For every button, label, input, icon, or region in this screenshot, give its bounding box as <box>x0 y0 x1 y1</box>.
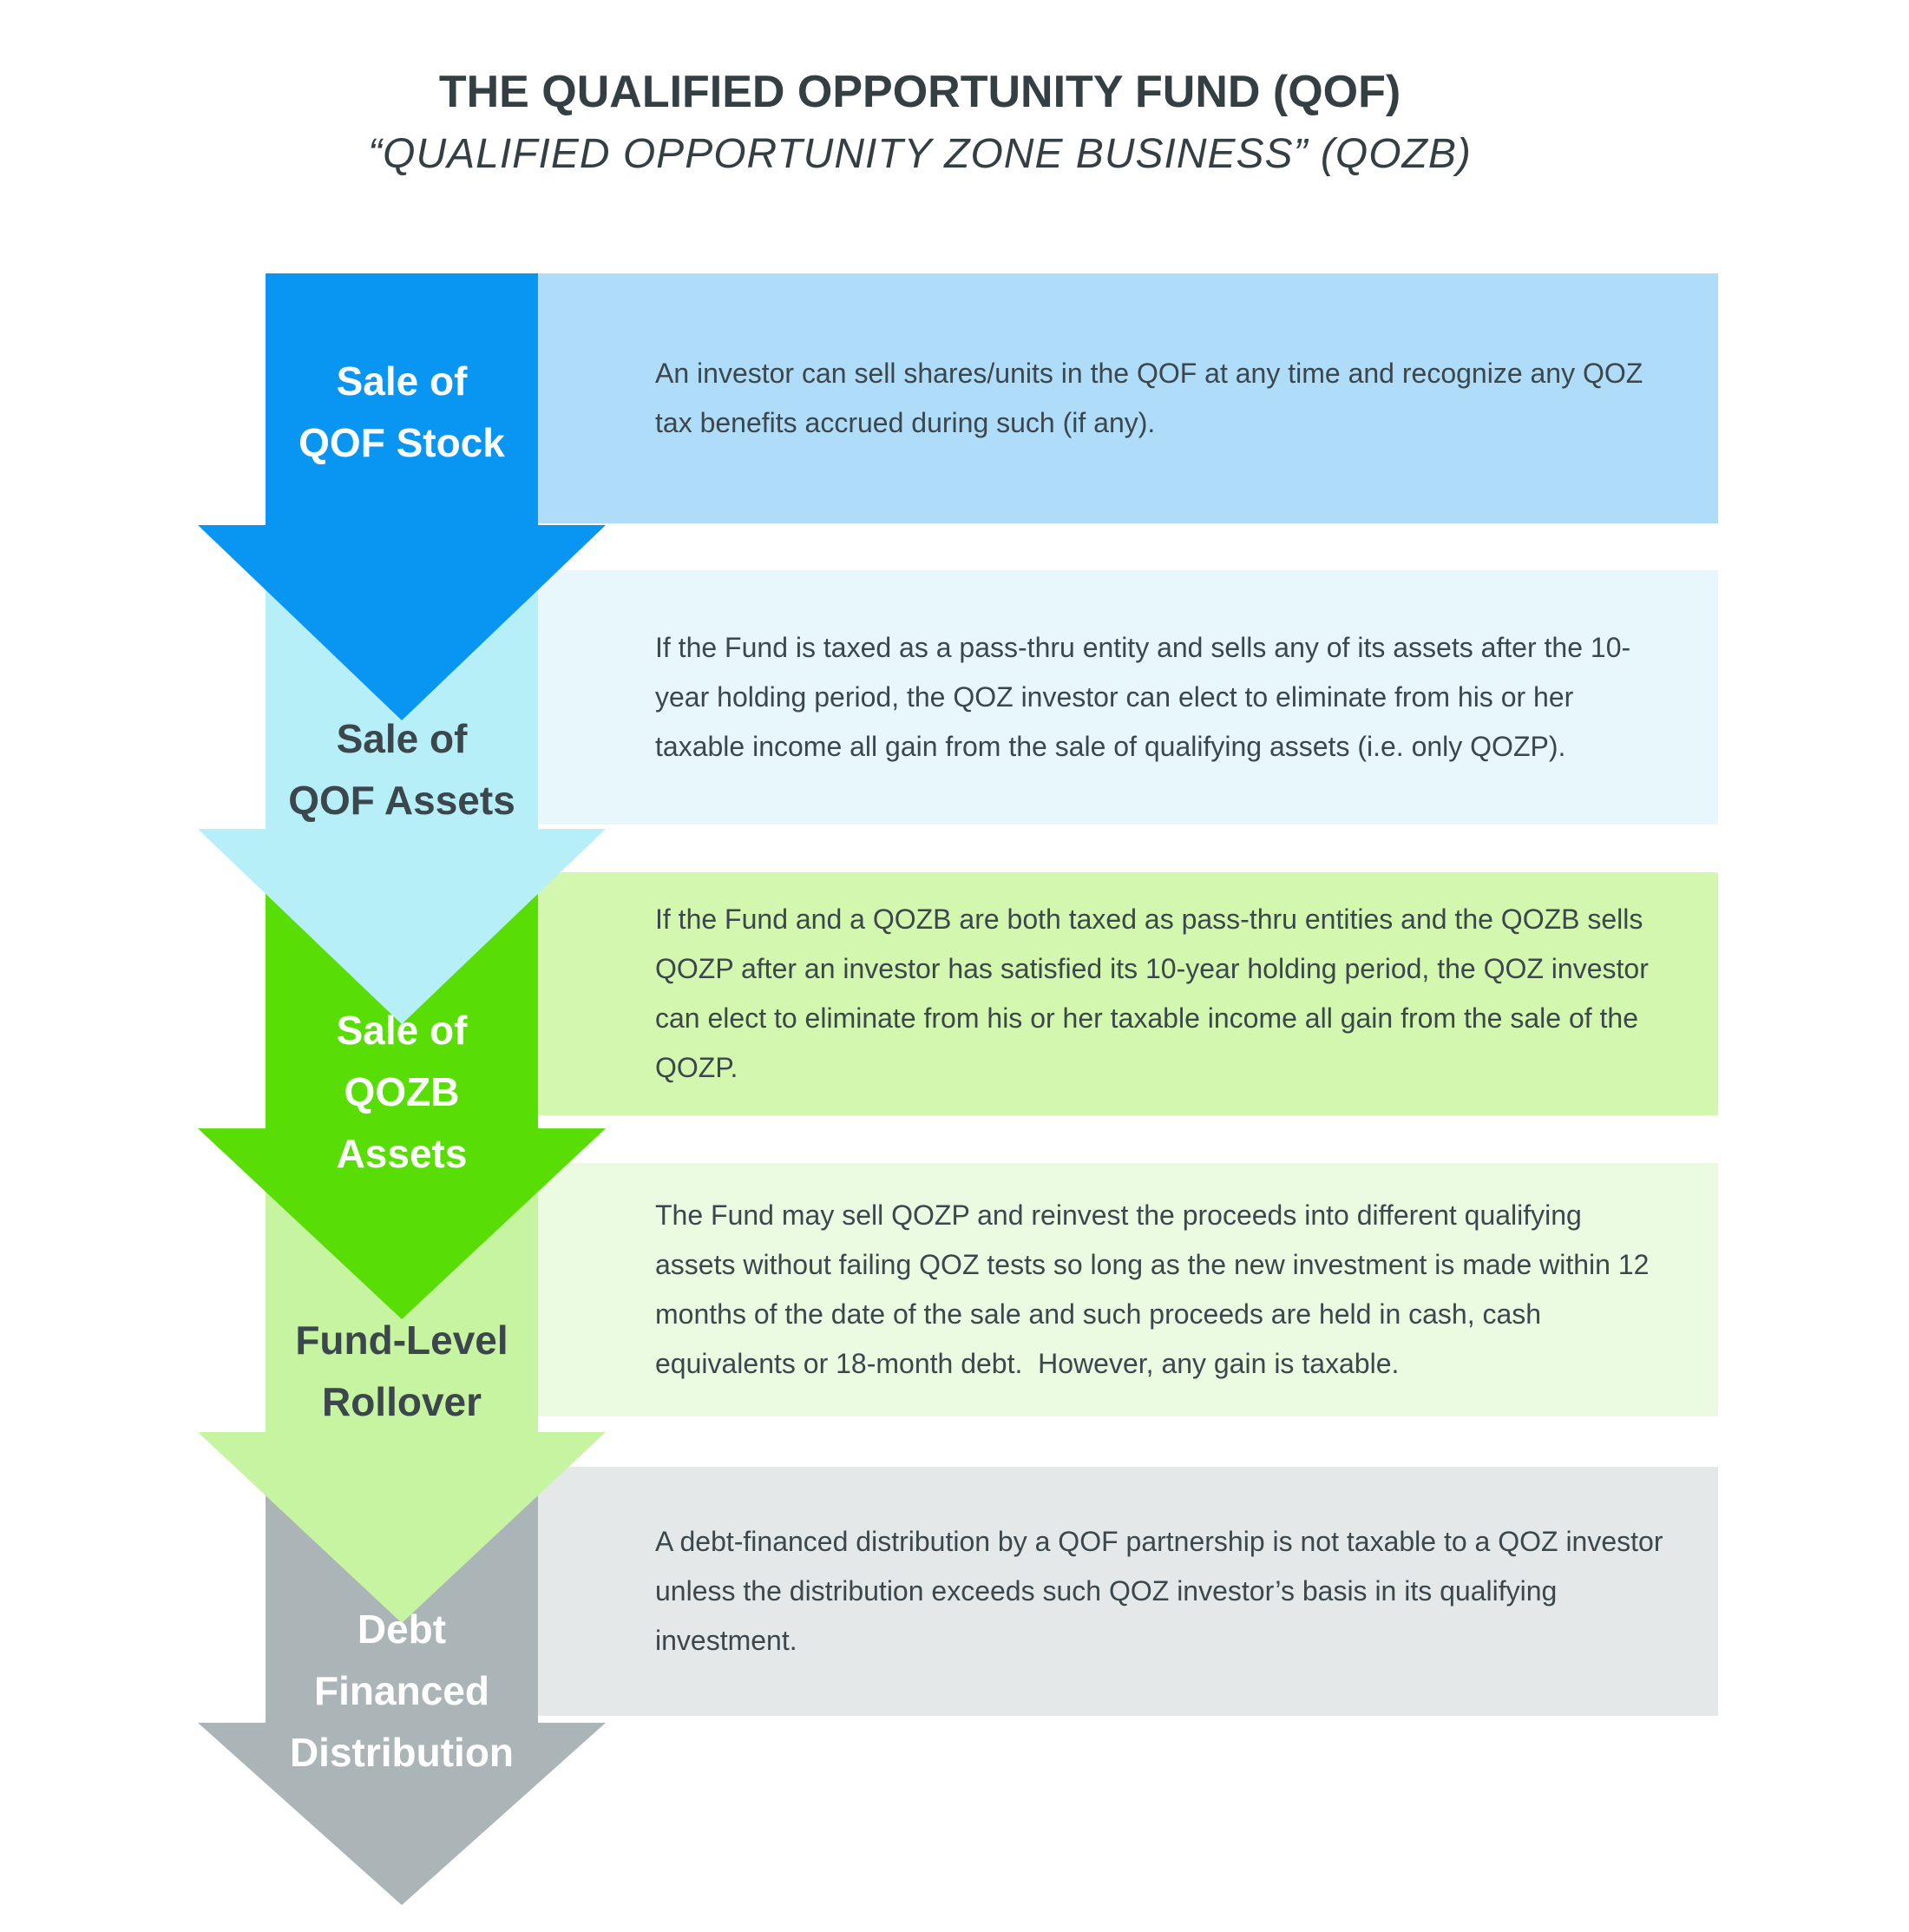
panel-text: A debt-financed distribution by a QOF pa… <box>655 1526 1671 1656</box>
panel-text: An investor can sell shares/units in the… <box>655 358 1651 438</box>
panel-text: If the Fund and a QOZB are both taxed as… <box>655 904 1656 1083</box>
label-line: QOZB <box>344 1068 460 1114</box>
arrow-label-sale-of-qozb-assets: Sale of QOZB Assets <box>198 996 606 1187</box>
label-line: Sale of <box>336 716 468 761</box>
label-line: Financed <box>314 1667 489 1713</box>
info-panel-sale-of-qof-assets: If the Fund is taxed as a pass-thru enti… <box>535 570 1718 825</box>
label-line: Debt <box>357 1606 447 1652</box>
page-title: THE QUALIFIED OPPORTUNITY FUND (QOF) <box>438 67 1401 117</box>
label-line: QOF Assets <box>288 778 515 823</box>
label-line: Assets <box>336 1130 468 1176</box>
arrow-label-fund-level-rollover: Fund-Level Rollover <box>198 1302 606 1441</box>
panel-text: If the Fund is taxed as a pass-thru enti… <box>655 632 1631 762</box>
panel-text: The Fund may sell QOZP and reinvest the … <box>655 1199 1657 1379</box>
page-subtitle: “QUALIFIED OPPORTUNITY ZONE BUSINESS” (Q… <box>368 131 1472 177</box>
arrow-label-sale-of-qof-assets: Sale of QOF Assets <box>198 705 606 835</box>
info-panel-fund-level-rollover: The Fund may sell QOZP and reinvest the … <box>535 1163 1718 1416</box>
info-panel-debt-financed-distribution: A debt-financed distribution by a QOF pa… <box>535 1467 1718 1716</box>
arrow-label-debt-financed-distribution: Debt Financed Distribution <box>198 1595 606 1786</box>
info-panel-sale-of-qof-stock: An investor can sell shares/units in the… <box>535 273 1718 523</box>
label-line: Distribution <box>289 1729 515 1775</box>
info-panel-sale-of-qozb-assets: If the Fund and a QOZB are both taxed as… <box>535 872 1718 1115</box>
label-line: Sale of <box>336 358 468 404</box>
label-line: Rollover <box>321 1379 482 1424</box>
header: THE QUALIFIED OPPORTUNITY FUND (QOF) “QU… <box>0 61 1840 186</box>
label-line: Sale of <box>336 1007 468 1053</box>
label-line: Fund-Level <box>295 1318 508 1363</box>
arrow-label-sale-of-qof-stock: Sale of QOF Stock <box>198 343 606 482</box>
label-line: QOF Stock <box>298 420 505 465</box>
